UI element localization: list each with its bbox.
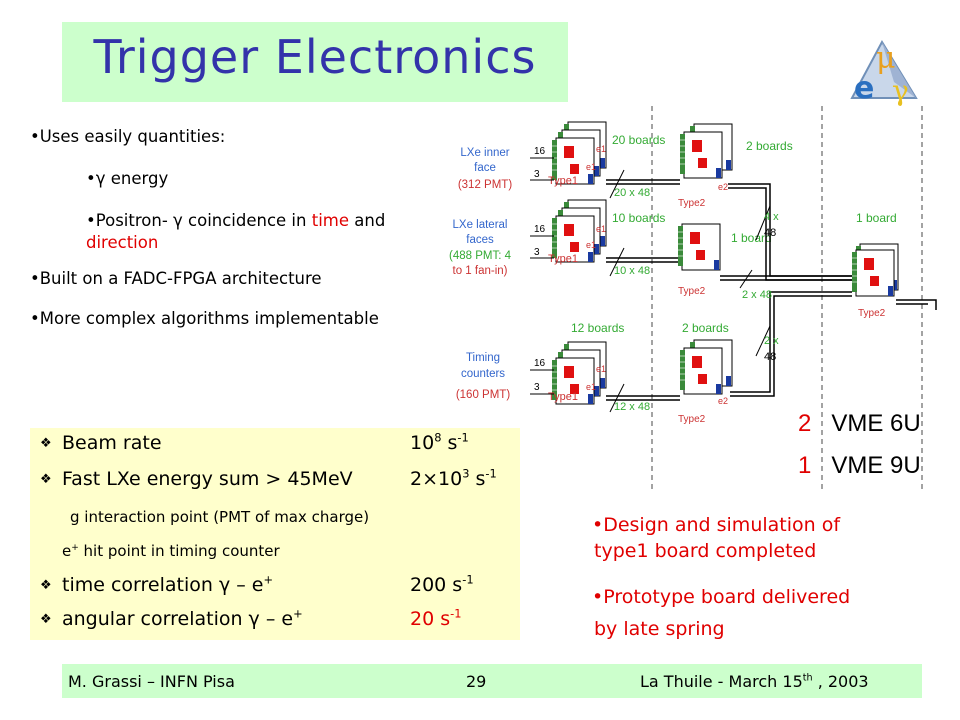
svg-text:e1: e1 — [586, 382, 596, 392]
bus-label-upper-2: 48 — [764, 227, 776, 239]
input-label-inner: LXe inner face (312 PMT) — [458, 147, 512, 191]
bullet-algorithms: •More complex algorithms implementable — [30, 309, 379, 328]
rate-beam-label: Beam rate — [62, 432, 162, 454]
svg-text:(488 PMT: 4: (488 PMT: 4 — [449, 250, 512, 262]
rate-angular-value: 20 s-1 — [410, 606, 462, 630]
svg-text:16: 16 — [534, 146, 546, 157]
svg-text:16: 16 — [534, 224, 546, 235]
svg-text:Type2: Type2 — [858, 308, 886, 319]
svg-text:Type2: Type2 — [678, 198, 706, 209]
svg-text:counters: counters — [461, 368, 505, 380]
bullet-direction: direction — [86, 233, 159, 252]
bus-label-middle: 2 x 48 — [742, 289, 772, 301]
type2-board-upper: Type2 e2 — [678, 123, 733, 209]
bus-label-lower-1: 2 x — [764, 335, 779, 347]
svg-text:3: 3 — [534, 382, 540, 393]
count-stage2-lower: 2 boards — [682, 321, 729, 335]
rate-interaction-label: g interaction point (PMT of max charge) — [70, 508, 370, 526]
svg-text:3: 3 — [534, 169, 540, 180]
page-title: Trigger Electronics — [93, 30, 537, 84]
count-inner: 20 boards — [612, 133, 665, 147]
svg-text:e: e — [854, 71, 874, 106]
diamond-bullet-icon: ❖ — [40, 436, 52, 451]
svg-text:3: 3 — [534, 247, 540, 258]
svg-text:LXe inner: LXe inner — [460, 147, 509, 159]
svg-text:Type1: Type1 — [548, 391, 578, 403]
type1-stack-inner: Type1 e1 e1 — [548, 121, 607, 187]
count-stage2-middle: 1 board — [731, 231, 772, 245]
bus-label-inner: 20 x 48 — [614, 187, 650, 199]
svg-text:(160 PMT): (160 PMT) — [456, 389, 510, 401]
meg-logo-icon: μ e γ — [850, 39, 918, 106]
svg-text:e2: e2 — [718, 182, 728, 192]
vme-9u-row: 1 VME 9U — [798, 452, 921, 479]
bullet-architecture: •Built on a FADC-FPGA architecture — [30, 269, 322, 288]
svg-text:Type2: Type2 — [678, 286, 706, 297]
bullet-coincidence: •Positron- γ coincidence in time and — [86, 211, 386, 230]
diamond-bullet-icon: ❖ — [40, 578, 52, 593]
rate-hit-label: e+ hit point in timing counter — [62, 542, 280, 560]
count-timing: 12 boards — [571, 321, 624, 335]
bullet-energy: •γ energy — [86, 169, 169, 188]
footer-bar: M. Grassi – INFN Pisa 29 La Thuile - Mar… — [62, 664, 922, 698]
footer-author: M. Grassi – INFN Pisa — [68, 672, 235, 691]
svg-text:LXe lateral: LXe lateral — [453, 219, 508, 231]
bus-lines — [606, 179, 937, 401]
bus-label-timing: 12 x 48 — [614, 401, 650, 413]
svg-text:to 1 fan-in): to 1 fan-in) — [453, 265, 508, 277]
svg-text:e1: e1 — [596, 364, 606, 374]
svg-text:e1: e1 — [596, 224, 606, 234]
footer-page-number: 29 — [466, 672, 487, 691]
svg-text:Type1: Type1 — [548, 253, 578, 265]
bus-label-upper-1: 4 x — [764, 211, 779, 223]
type2-board-final: Type2 — [851, 243, 899, 319]
type1-stack-lateral: Type1 e1 e1 — [548, 199, 607, 265]
svg-text:μ: μ — [876, 41, 896, 76]
svg-text:Timing: Timing — [466, 352, 500, 364]
svg-text:e1: e1 — [586, 240, 596, 250]
vme-6u-row: 2 VME 6U — [798, 410, 921, 437]
svg-text:16: 16 — [534, 358, 546, 369]
svg-text:γ: γ — [892, 74, 909, 106]
input-label-lateral: LXe lateral faces (488 PMT: 4 to 1 fan-i… — [449, 219, 512, 277]
svg-text:e2: e2 — [718, 396, 728, 406]
rate-time-value: 200 s-1 — [410, 572, 474, 596]
rate-beam-value: 108 s-1 — [410, 430, 469, 454]
bus-label-lower-2: 48 — [764, 351, 776, 363]
svg-text:Type2: Type2 — [678, 414, 706, 425]
diamond-bullet-icon: ❖ — [40, 472, 52, 487]
bus-label-lateral: 10 x 48 — [614, 265, 650, 277]
svg-text:Type1: Type1 — [548, 175, 578, 187]
input-label-timing: Timing counters (160 PMT) — [456, 352, 510, 401]
svg-text:faces: faces — [466, 234, 494, 246]
svg-text:(312 PMT): (312 PMT) — [458, 179, 512, 191]
svg-text:e1: e1 — [596, 144, 606, 154]
count-lateral: 10 boards — [612, 211, 665, 225]
type1-stack-timing: Type1 e1 e1 — [548, 341, 607, 405]
count-stage2-upper: 2 boards — [746, 139, 793, 153]
type2-board-middle: Type2 — [677, 223, 721, 297]
rate-energy-value: 2×103 s-1 — [410, 466, 497, 490]
rates-panel: ❖ Beam rate 108 s-1 ❖ Fast LXe energy su… — [30, 428, 520, 640]
svg-text:e1: e1 — [586, 162, 596, 172]
svg-text:face: face — [474, 162, 496, 174]
bullet-quantities: •Uses easily quantities: — [30, 127, 226, 146]
rate-time-label: time correlation γ – e+ — [62, 572, 274, 596]
type2-board-lower: Type2 e2 — [678, 339, 733, 425]
rate-energy-label: Fast LXe energy sum > 45MeV — [62, 468, 353, 490]
diamond-bullet-icon: ❖ — [40, 612, 52, 627]
count-stage3: 1 board — [856, 211, 897, 225]
title-background — [62, 22, 568, 102]
footer-event: La Thuile - March 15th , 2003 — [640, 672, 869, 691]
rate-angular-label: angular correlation γ – e+ — [62, 606, 303, 630]
status-design: •Design and simulation of type1 board co… — [592, 514, 841, 562]
status-prototype: •Prototype board delivered by late sprin… — [592, 586, 851, 640]
